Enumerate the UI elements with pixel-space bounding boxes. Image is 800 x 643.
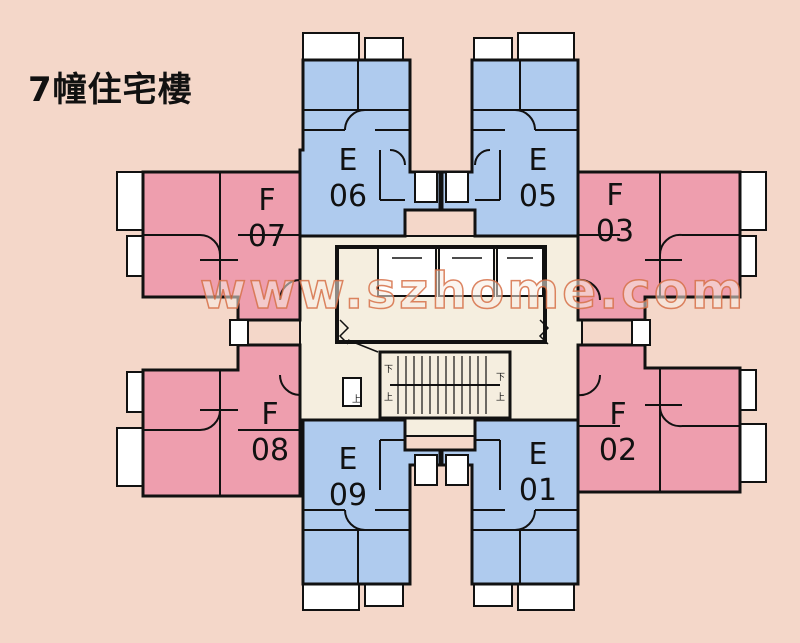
unit-number: 09 bbox=[328, 478, 368, 513]
unit-label-e06: E 06 bbox=[313, 143, 383, 215]
unit-letter: F bbox=[261, 397, 279, 432]
e-units bbox=[298, 58, 580, 586]
balconies bbox=[116, 32, 767, 611]
stair-down-label-right: 下 bbox=[496, 373, 506, 383]
service-shafts bbox=[229, 171, 651, 486]
unit-number: 06 bbox=[328, 179, 368, 214]
stair-down-label-left: 下 bbox=[384, 365, 394, 375]
interior-walls bbox=[143, 60, 740, 584]
unit-label-f02: F 02 bbox=[583, 397, 653, 469]
unit-letter: F bbox=[258, 183, 276, 218]
watermark: www.szhome.com bbox=[199, 261, 747, 321]
core bbox=[299, 235, 583, 437]
unit-label-e09: E 09 bbox=[313, 442, 383, 514]
unit-number: 07 bbox=[247, 219, 287, 254]
unit-number: 05 bbox=[518, 179, 558, 214]
unit-letter: E bbox=[338, 442, 358, 477]
unit-number: 08 bbox=[250, 433, 290, 468]
stair-up-label-right: 上 bbox=[496, 393, 506, 403]
building-title: 7幢住宅樓 bbox=[28, 70, 193, 110]
stair-treads bbox=[390, 356, 500, 414]
unit-label-f07: F 07 bbox=[232, 183, 302, 255]
unit-letter: E bbox=[528, 143, 548, 178]
stair-up-label-core: 上 bbox=[352, 395, 362, 405]
unit-number: 03 bbox=[595, 214, 635, 249]
unit-label-e05: E 05 bbox=[503, 143, 573, 215]
unit-letter: E bbox=[338, 143, 358, 178]
unit-f08-shape bbox=[141, 343, 302, 498]
unit-letter: E bbox=[528, 437, 548, 472]
unit-letter: F bbox=[609, 397, 627, 432]
unit-number: 01 bbox=[518, 473, 558, 508]
unit-e06-shape bbox=[298, 58, 442, 238]
unit-letter: F bbox=[606, 178, 624, 213]
unit-number: 02 bbox=[598, 433, 638, 468]
stair-up-label-left: 上 bbox=[384, 393, 394, 403]
unit-label-f03: F 03 bbox=[580, 178, 650, 250]
unit-label-f08: F 08 bbox=[235, 397, 305, 469]
unit-e09-shape bbox=[301, 418, 442, 586]
unit-label-e01: E 01 bbox=[503, 437, 573, 509]
